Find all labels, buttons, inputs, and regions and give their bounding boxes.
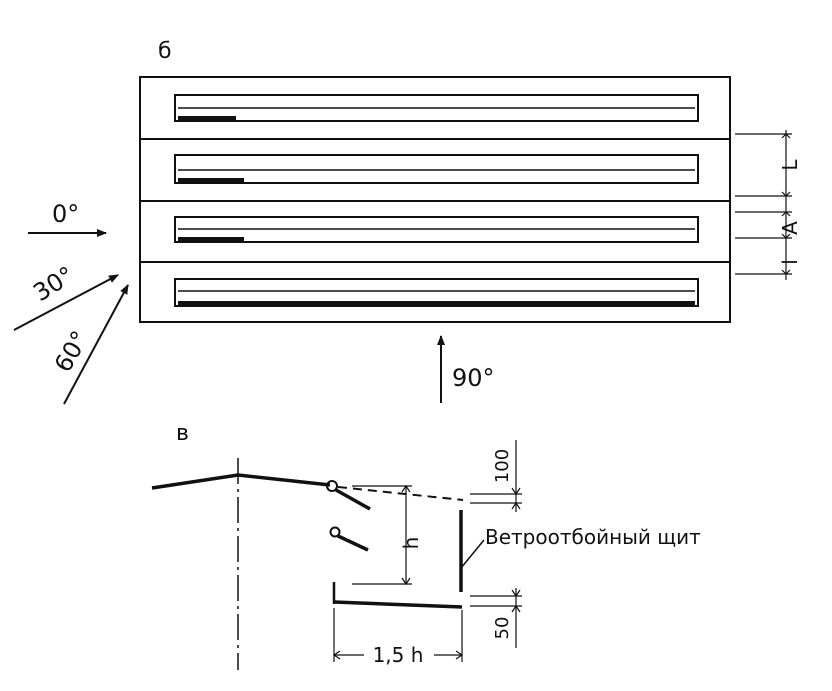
- dim-label-L: L: [778, 159, 802, 171]
- panel-v: в Ветроотбойный щит h 10: [151, 421, 701, 670]
- lower-hinge: [329, 526, 341, 538]
- upper-hinge: [326, 480, 338, 492]
- roof-line: [151, 473, 331, 490]
- dim-label-h: h: [399, 537, 423, 550]
- lantern-slot-4: [174, 278, 699, 307]
- caption-leader: [460, 539, 485, 569]
- dim-label-50: 50: [492, 617, 513, 640]
- upper-sash: [335, 488, 371, 511]
- angle-label-60: 60°: [49, 326, 95, 377]
- dim-label-100: 100: [492, 449, 513, 483]
- angle-label-90: 90°: [452, 364, 495, 392]
- dim-15h-label-bg: [364, 644, 434, 666]
- lower-sash: [337, 534, 369, 552]
- wind-screen-caption: Ветроотбойный щит: [485, 525, 701, 549]
- dim-label-A: A: [778, 221, 802, 235]
- panel-b: б 0° 30°: [13, 39, 802, 405]
- lantern-slot-2: [174, 154, 699, 184]
- lantern-slot-1: [174, 94, 699, 122]
- dim-label-l: l: [778, 259, 802, 265]
- right-dimensions: [735, 130, 792, 280]
- lantern-slot-3: [174, 216, 699, 243]
- dashed-top-line: [337, 486, 464, 501]
- wind-arrow-30: [13, 274, 119, 331]
- panel-v-label: в: [176, 421, 189, 446]
- plan-frame: [139, 76, 731, 323]
- panel-b-label: б: [158, 39, 172, 64]
- dim-label-15h: 1,5 h: [373, 643, 424, 667]
- wind-arrow-60: [63, 284, 129, 405]
- angle-label-0: 0°: [52, 200, 79, 228]
- base-line: [333, 600, 463, 609]
